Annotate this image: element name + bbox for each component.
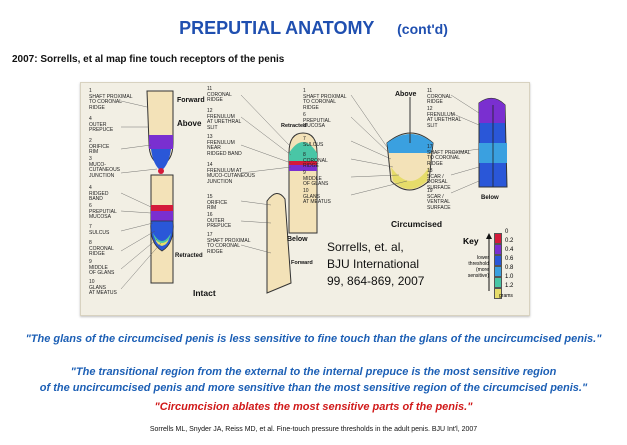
circ-left-label-6: 6 PREPUTIAL MUCOSA [303,112,331,129]
above-label-circ: Above [395,91,417,98]
left-label-5: 4 RIDGED BAND [89,185,109,202]
slide-title: PREPUTIAL ANATOMY (cont'd) [0,18,627,39]
forward-label: Forward [177,97,205,104]
key-cell [494,244,502,255]
key-cell [494,255,502,266]
key-value-2: 0.4 [505,247,514,253]
circumcised-above-drawing [386,97,434,191]
left-label-7: 7 SULCUS [89,224,110,236]
quote-transitional-region: "The transitional region from the extern… [39,366,588,394]
circ-right-label-17: 17 SHAFT PROXIMAL TO CORONAL RIDGE [427,144,471,167]
key-value-1: 0.2 [505,238,514,244]
intact-forward-drawing [146,90,174,174]
title-main: PREPUTIAL ANATOMY [179,18,375,38]
below-label-middle: Below [287,236,308,243]
retracted-label-middle: Retracted [281,123,307,129]
left-label-2: 4 OUTER PREPUCE [89,116,114,133]
key-title: Key [463,236,479,246]
left-label-9: 9 MIDDLE OF GLANS [89,259,115,276]
key-value-3: 0.6 [505,256,514,262]
left-label-6: 6 PREPUTIAL MUCOSA [89,203,117,220]
left-label-1: 1 SHAFT PROXIMAL TO CORONAL RIDGE [89,88,133,111]
middle-label-11: 11 CORONAL RIDGE [207,86,232,103]
circ-left-label-9: 9 MIDDLE OF GLANS [303,170,329,187]
circ-right-label-19: 19 SCAR / VENTRAL SURFACE [427,188,451,211]
left-label-10: 10 GLANS AT MEATUS [89,279,117,296]
circumcised-below-drawing [478,98,508,188]
circ-left-label-8: 8 CORONAL RIDGE [303,152,328,169]
key-value-4: 0.8 [505,265,514,271]
middle-label-16: 16 OUTER PREPUCE [207,212,232,229]
key-note: lower threshold (more sensitive) [467,255,489,279]
title-suffix: (cont'd) [397,21,448,37]
left-label-3: 2 ORIFICE RIM [89,138,110,155]
middle-label-13: 13 FRENULUM NEAR RIDGED BAND [207,134,242,157]
left-label-4: 3 MUCO- CUTANEOUS JUNCTION [89,156,121,179]
key-arrow-icon [486,233,492,291]
key-color-scale [494,233,502,299]
circ-right-label-18: 18 SCAR / DORSAL SURFACE [427,168,451,191]
key-unit: grams [499,293,513,299]
circ-left-label-7: 7 SULCUS [303,136,324,148]
below-label-circ: Below [481,195,499,201]
intact-retracted-drawing [150,174,174,284]
middle-label-12: 12 FRENULUM AT URETHRAL SLIT [207,108,242,131]
left-label-8: 8 CORONAL RIDGE [89,240,114,257]
key-cell [494,266,502,277]
leader-lines [120,94,480,290]
slide-subtitle: 2007: Sorrells, et al map fine touch rec… [12,54,285,65]
quote-glans-sensitivity: "The glans of the circumcised penis is l… [25,333,602,345]
footer-reference: Sorrells ML, Snyder JA, Reiss MD, et al.… [149,426,478,433]
middle-label-17: 17 SHAFT PROXIMAL TO CORONAL RIDGE [207,232,251,255]
middle-label-15: 15 ORIFICE RIM [207,194,228,211]
quote-circumcision-ablates: "Circumcision ablates the most sensitive… [154,401,473,413]
key-value-6: 1.2 [505,283,514,289]
circ-left-label-1: 1 SHAFT PROXIMAL TO CORONAL RIDGE [303,88,347,111]
key-cell [494,233,502,244]
middle-retracted-drawing [266,132,318,294]
middle-label-14: 14 FRENULUM AT MUCO-CUTANEOUS JUNCTION [207,162,255,185]
retracted-label: Retracted [175,253,203,259]
circ-left-label-10: 10 GLANS AT MEATUS [303,188,331,205]
figure-drawing [120,90,508,294]
above-label: Above [177,119,202,128]
circ-right-label-12: 12 FRENULUM AT URETHRAL SLIT [427,106,462,129]
forward-label-middle: Forward [291,260,313,266]
citation-text: Sorrells, et. al, BJU International 99, … [327,240,425,288]
key-value-0: 0 [505,229,509,235]
intact-label: Intact [193,288,216,298]
circ-right-label-11: 11 CORONAL RIDGE [427,88,452,105]
key-cell [494,288,502,299]
key-value-5: 1.0 [505,274,514,280]
circumcised-label: Circumcised [391,219,443,229]
anatomy-figure: 1 SHAFT PROXIMAL TO CORONAL RIDGE 4 OUTE… [80,82,530,316]
key-cell [494,277,502,288]
